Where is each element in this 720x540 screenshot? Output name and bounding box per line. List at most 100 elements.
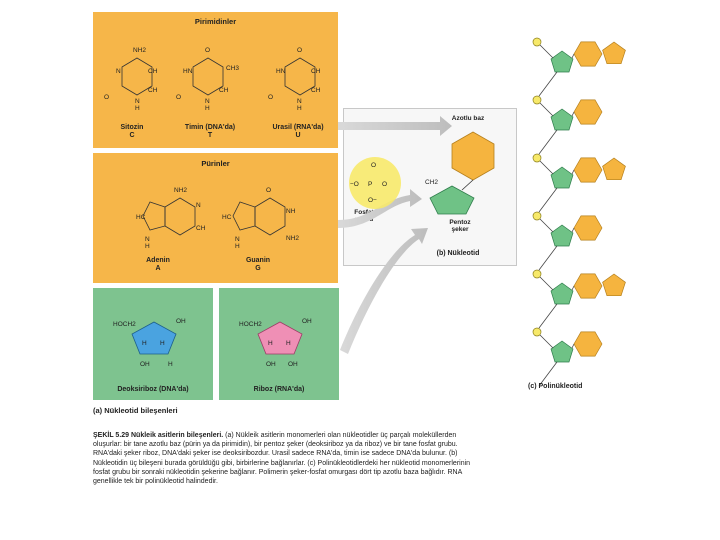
svg-text:N: N: [196, 202, 201, 209]
svg-text:H: H: [297, 105, 302, 112]
guanine-structure: [232, 197, 286, 236]
chain-nucleotide: [532, 327, 603, 387]
chain-base: [573, 41, 603, 67]
svg-text:CH: CH: [148, 68, 158, 75]
ribose-label: Riboz (RNA'da): [253, 386, 305, 393]
svg-text:N: N: [205, 98, 210, 105]
svg-text:N: N: [135, 98, 140, 105]
svg-text:N: N: [235, 236, 240, 243]
chain-phosphate: [532, 37, 542, 47]
chain-sugar: [550, 282, 574, 305]
svg-text:H: H: [286, 340, 291, 347]
svg-text:CH: CH: [219, 87, 229, 94]
ribose-sugar: [257, 321, 303, 355]
svg-text:N: N: [145, 236, 150, 243]
svg-text:P: P: [368, 181, 372, 188]
svg-text:O: O: [104, 94, 109, 101]
chain-nucleotide: [532, 95, 603, 155]
svg-text:NH2: NH2: [174, 187, 187, 194]
svg-text:H: H: [268, 340, 273, 347]
chain-phosphate: [532, 153, 542, 163]
pyrimidines-panel: Pirimidinler Sitozin C Timin (DNA'da) T …: [93, 12, 338, 148]
nucleotide-caption: (b) Nükleotid: [436, 250, 480, 257]
svg-text:O−: O−: [368, 197, 377, 204]
svg-text:CH: CH: [148, 87, 158, 94]
deoxyribose-label: Deoksiriboz (DNA'da): [117, 386, 189, 393]
chain-phosphate: [532, 95, 542, 105]
cytosine-structure: [121, 57, 153, 96]
svg-text:CH: CH: [311, 87, 321, 94]
svg-text:OH: OH: [288, 361, 298, 368]
chain-base: [573, 157, 603, 183]
chain-nucleotide: [532, 153, 626, 213]
svg-text:N: N: [297, 98, 302, 105]
svg-text:CH3: CH3: [226, 65, 239, 72]
svg-text:H: H: [160, 340, 165, 347]
svg-text:−O: −O: [350, 181, 359, 188]
svg-text:NH2: NH2: [286, 235, 299, 242]
svg-text:H: H: [135, 105, 140, 112]
chain-sugar: [550, 108, 574, 131]
chain-phosphate: [532, 327, 542, 337]
chain-base: [573, 99, 603, 125]
svg-text:HC: HC: [136, 214, 146, 221]
purines-title: Pürinler: [201, 159, 230, 168]
polynucleotide-chain: [532, 37, 626, 387]
cytosine-nh2: NH2: [133, 47, 146, 54]
polynucleotide-caption: (c) Polinükleotid: [528, 383, 583, 390]
svg-text:HOCH2: HOCH2: [239, 321, 262, 328]
chain-base-ring: [602, 273, 626, 297]
svg-text:NH: NH: [286, 208, 296, 215]
base-label: Azotlu baz: [451, 115, 485, 122]
chain-sugar: [550, 224, 574, 247]
chain-base: [573, 273, 603, 299]
chain-nucleotide: [532, 211, 603, 271]
svg-text:CH: CH: [311, 68, 321, 75]
components-caption: (a) Nükleotid bileşenleri: [93, 406, 178, 415]
pyrimidine-label-2: Timin (DNA'da) T: [184, 124, 236, 139]
svg-text:H: H: [235, 243, 240, 250]
svg-text:OH: OH: [266, 361, 276, 368]
chain-base-ring: [602, 41, 626, 65]
chain-nucleotide: [532, 269, 626, 329]
pyrimidine-label-1: Sitozin C: [120, 124, 144, 139]
chain-sugar: [550, 50, 574, 73]
deoxyribose-sugar: [131, 321, 177, 355]
pyrimidines-title: Pirimidinler: [194, 17, 237, 26]
sugar-label: Pentoz şeker: [449, 219, 471, 233]
svg-text:HC: HC: [222, 214, 232, 221]
svg-text:O: O: [266, 187, 271, 194]
svg-text:H: H: [142, 340, 147, 347]
svg-text:HN: HN: [276, 68, 286, 75]
svg-text:H: H: [205, 105, 210, 112]
chain-base: [573, 331, 603, 357]
uracil-structure: [284, 57, 316, 96]
nucleotide-phosphate: [349, 157, 401, 209]
assembly-arrows: [338, 116, 452, 354]
chain-base-ring: [602, 157, 626, 181]
svg-text:H: H: [168, 361, 173, 368]
svg-text:O: O: [297, 47, 302, 54]
chain-nucleotide: [532, 37, 626, 97]
chain-phosphate: [532, 269, 542, 279]
chain-sugar: [550, 166, 574, 189]
purines-panel: Pürinler Adenin A Guanin G: [93, 153, 338, 283]
purine-label-1: Adenin A: [146, 257, 170, 272]
adenine-structure: [142, 197, 196, 236]
svg-text:O: O: [176, 94, 181, 101]
svg-text:HN: HN: [183, 68, 193, 75]
svg-text:N: N: [116, 68, 121, 75]
svg-text:O: O: [205, 47, 210, 54]
svg-text:O: O: [371, 162, 376, 169]
chain-phosphate: [532, 211, 542, 221]
nucleotide-sugar: [429, 179, 475, 215]
purine-label-2: Guanin G: [245, 257, 271, 272]
figure-caption: ŞEKİL 5.29 Nükleik asitlerin bileşenleri…: [93, 432, 471, 486]
chain-sugar: [550, 340, 574, 363]
chain-base: [573, 215, 603, 241]
pyrimidine-label-3: Urasil (RNA'da) U: [272, 124, 324, 139]
svg-text:O: O: [268, 94, 273, 101]
svg-text:O: O: [382, 181, 387, 188]
svg-text:OH: OH: [176, 318, 186, 325]
